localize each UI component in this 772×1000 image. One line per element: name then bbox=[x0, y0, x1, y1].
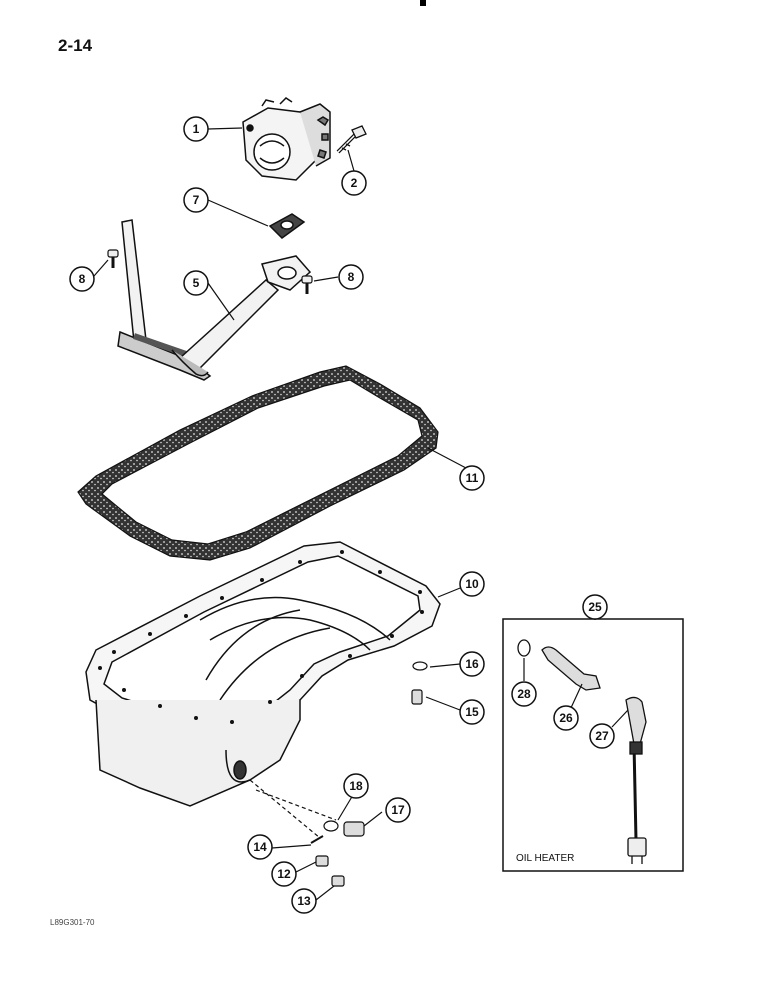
callout-8-right: 8 bbox=[338, 264, 364, 290]
pump-bolt bbox=[336, 125, 367, 154]
document-code: L89G301-70 bbox=[50, 918, 95, 927]
callout-label-17: 17 bbox=[391, 803, 405, 817]
callout-label-14: 14 bbox=[253, 840, 267, 854]
callout-16: 16 bbox=[459, 651, 485, 677]
callout-1: 1 bbox=[183, 116, 209, 142]
oil-pan bbox=[85, 541, 441, 807]
callout-label-25: 25 bbox=[588, 600, 602, 614]
drain-fittings bbox=[249, 661, 428, 887]
callout-17: 17 bbox=[385, 797, 411, 823]
leader-lines bbox=[93, 127, 629, 901]
callout-label-11: 11 bbox=[466, 471, 479, 485]
callout-label-18: 18 bbox=[349, 779, 363, 793]
callout-28: 28 bbox=[511, 681, 537, 707]
pump-gasket bbox=[268, 213, 306, 239]
callout-label-8-right: 8 bbox=[348, 270, 355, 284]
tube-bolt-right bbox=[301, 275, 313, 294]
callout-26: 26 bbox=[553, 705, 579, 731]
callout-14: 14 bbox=[247, 834, 273, 860]
callout-label-7: 7 bbox=[193, 193, 200, 207]
callout-25: 25 bbox=[582, 594, 608, 620]
callout-label-26: 26 bbox=[559, 711, 573, 725]
callout-15: 15 bbox=[459, 699, 485, 725]
page-number: 2-14 bbox=[58, 36, 93, 55]
callout-label-5: 5 bbox=[193, 276, 200, 290]
suction-tube bbox=[117, 219, 312, 381]
oil-heater-caption: OIL HEATER bbox=[516, 853, 574, 864]
oil-pump bbox=[242, 97, 331, 181]
callout-label-13: 13 bbox=[297, 894, 311, 908]
callout-label-15: 15 bbox=[465, 705, 479, 719]
callout-label-2: 2 bbox=[351, 176, 358, 190]
callout-12: 12 bbox=[271, 861, 297, 887]
oil-heater-parts bbox=[517, 639, 647, 864]
callout-27: 27 bbox=[589, 723, 615, 749]
tube-bolt-left bbox=[107, 249, 119, 268]
callout-label-28: 28 bbox=[517, 687, 531, 701]
callout-label-16: 16 bbox=[465, 657, 479, 671]
oil-pan-gasket bbox=[77, 365, 439, 561]
callout-11: 11 bbox=[459, 465, 485, 491]
callout-label-12: 12 bbox=[277, 867, 291, 881]
binding-mark bbox=[420, 0, 426, 6]
callout-7: 7 bbox=[183, 187, 209, 213]
callout-18: 18 bbox=[343, 773, 369, 799]
callout-label-10: 10 bbox=[465, 577, 479, 591]
callout-label-1: 1 bbox=[193, 122, 200, 136]
callout-label-27: 27 bbox=[595, 729, 609, 743]
callout-label-8-left: 8 bbox=[79, 272, 86, 286]
callout-13: 13 bbox=[291, 888, 317, 914]
callout-5: 5 bbox=[183, 270, 209, 296]
callout-8-left: 8 bbox=[69, 266, 95, 292]
callout-2: 2 bbox=[341, 170, 367, 196]
callout-10: 10 bbox=[459, 571, 485, 597]
